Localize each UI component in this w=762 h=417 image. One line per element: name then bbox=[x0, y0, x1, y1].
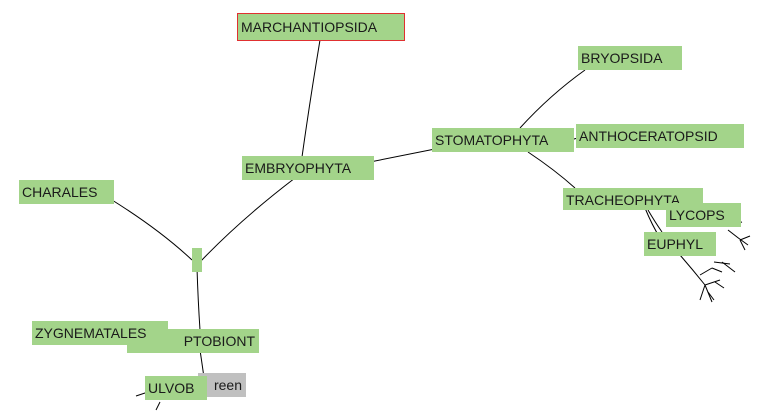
edge-lycops-3 bbox=[739, 235, 751, 241]
node-marchantiopsida[interactable]: MARCHANTIOPSIDA bbox=[237, 13, 405, 41]
node-lycops[interactable]: LYCOPS bbox=[666, 203, 741, 227]
edge-euphyl-1 bbox=[699, 284, 706, 301]
node-stomatophyta[interactable]: STOMATOPHYTA bbox=[432, 128, 574, 152]
edge-stomatophyta-tracheophyta bbox=[527, 151, 576, 189]
node-unnamed[interactable] bbox=[192, 248, 202, 272]
node-charales[interactable]: CHARALES bbox=[19, 180, 114, 204]
edge-euphyl-3 bbox=[704, 279, 721, 286]
edge-root-green bbox=[196, 267, 201, 331]
edge-stomatophyta-bryopsida bbox=[519, 69, 586, 129]
edge-euphyl-6 bbox=[713, 261, 731, 265]
node-zygnematales[interactable]: ZYGNEMATALES bbox=[32, 321, 168, 345]
edge-euphyl-7 bbox=[721, 261, 736, 273]
edge-euphyl-5 bbox=[711, 267, 723, 273]
node-anthocerotopsida[interactable]: ANTHOCERATOPSID bbox=[576, 124, 744, 148]
edge-tracheophyta-lycops bbox=[647, 209, 663, 233]
edge-euphyl-9 bbox=[707, 291, 715, 301]
tree-edges bbox=[111, 39, 751, 411]
edge-lycops-2 bbox=[727, 229, 749, 246]
edge-euphyl-trunk bbox=[679, 254, 706, 286]
edge-euphyl-8 bbox=[714, 281, 725, 289]
node-bryopsida[interactable]: BRYOPSIDA bbox=[578, 46, 682, 70]
edge-lycops-4 bbox=[739, 239, 746, 251]
node-euphyl[interactable]: EUPHYL bbox=[644, 232, 716, 256]
node-embryophyta[interactable]: EMBRYOPHYTA bbox=[242, 156, 374, 180]
node-green[interactable]: reen bbox=[198, 373, 246, 397]
edge-euphyl-4 bbox=[699, 267, 713, 276]
edge-ulvob-stub2 bbox=[155, 401, 161, 411]
edge-embryophyta-stomatophyta bbox=[369, 147, 441, 163]
edge-root-embryophyta bbox=[199, 177, 296, 263]
node-ulvob[interactable]: ULVOB bbox=[145, 376, 207, 400]
edge-root-charales bbox=[111, 199, 193, 261]
edge-embryophyta-marchantiopsida bbox=[301, 39, 321, 158]
